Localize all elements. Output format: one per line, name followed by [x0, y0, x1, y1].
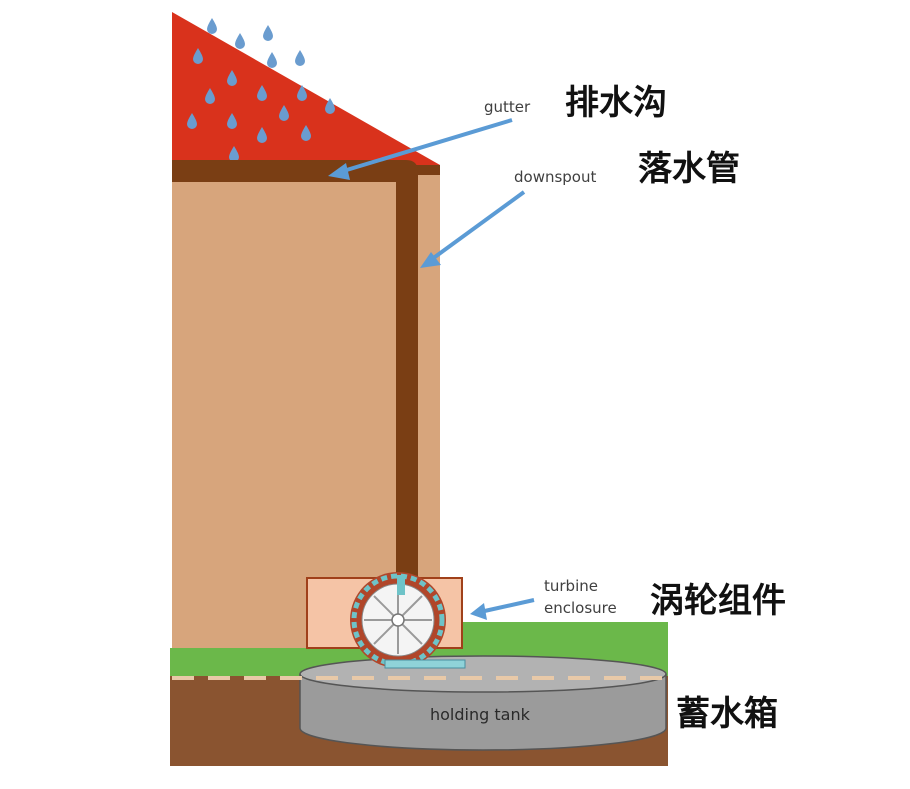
turbine-label-en-1: turbine: [544, 577, 598, 595]
raindrop: [263, 25, 273, 41]
raindrop: [257, 85, 267, 101]
raindrop: [205, 88, 215, 104]
raindrop: [295, 50, 305, 66]
holding-tank: [299, 655, 667, 751]
raindrop: [297, 85, 307, 101]
water-stream: [397, 575, 405, 595]
raindrop: [227, 70, 237, 86]
grass-left: [170, 648, 310, 676]
water-outlet: [384, 659, 466, 669]
raindrop: [207, 18, 217, 34]
downspout-label-en: downspout: [514, 168, 596, 186]
raindrop: [193, 48, 203, 64]
pointer-arrows: [328, 118, 535, 620]
gutter-label-cn: 排水沟: [565, 83, 667, 123]
raindrops: [187, 18, 335, 162]
roof: [172, 12, 440, 165]
gutter-label-en: gutter: [484, 98, 531, 116]
gutter-arrowhead: [328, 163, 350, 180]
raindrop: [279, 105, 289, 121]
raindrop: [187, 113, 197, 129]
downspout-arrow: [426, 190, 526, 264]
raindrop: [257, 127, 267, 143]
gutter-arrow: [339, 118, 513, 174]
downspout-arrowhead: [420, 252, 441, 268]
tank-label-en: holding tank: [430, 705, 531, 724]
turbine-arrowhead: [470, 603, 487, 620]
raindrop: [267, 52, 277, 68]
raindrop: [325, 98, 335, 114]
house-wall: [172, 165, 440, 648]
raindrop: [229, 146, 239, 162]
turbine-wheel: [350, 572, 446, 668]
downspout-label-cn: 落水管: [638, 149, 740, 189]
raindrop: [235, 33, 245, 49]
turbine-label-en-2: enclosure: [544, 599, 617, 617]
raindrop: [227, 113, 237, 129]
tank-label-cn: 蓄水箱: [676, 694, 778, 734]
raindrop: [301, 125, 311, 141]
turbine-arrow: [479, 598, 535, 614]
turbine-label-cn: 涡轮组件: [650, 581, 786, 621]
